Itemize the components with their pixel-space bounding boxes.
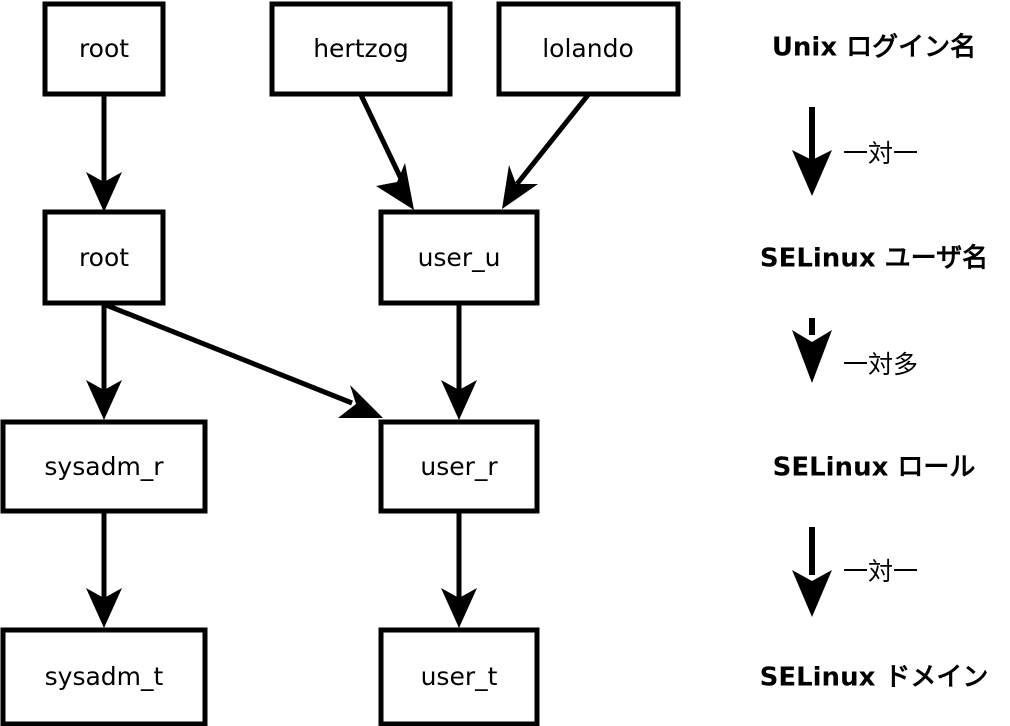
node-seuser-root[interactable]: root (42, 209, 166, 306)
edge-seuser-root-to-user-r (105, 302, 383, 418)
node-role-sysadm-r[interactable]: sysadm_r (0, 419, 208, 514)
node-unix-lolando[interactable]: lolando (496, 1, 681, 97)
node-domain-sysadm-t[interactable]: sysadm_t (0, 627, 208, 726)
node-role-user-r[interactable]: user_r (378, 419, 540, 514)
edge-user-u-to-user-r (441, 305, 477, 420)
node-role-user-r-label: user_r (420, 452, 498, 481)
legend-arrow-2 (792, 318, 832, 383)
legend-relation-3-label: 一対一 (843, 557, 918, 586)
edge-lolando-to-user-u (502, 93, 590, 209)
legend-level-3-label: SELinux ロール (773, 453, 976, 483)
legend-relation-2-label: 一対多 (843, 350, 918, 379)
node-domain-sysadm-t-label: sysadm_t (45, 662, 164, 691)
node-unix-root-label: root (79, 34, 129, 63)
node-role-sysadm-r-label: sysadm_r (44, 452, 164, 481)
legend-level-2-label: SELinux ユーザ名 (760, 243, 988, 274)
edge-user-r-to-user-t (441, 512, 477, 628)
legend-arrow-1 (792, 107, 832, 196)
node-seuser-user-u[interactable]: user_u (378, 209, 540, 306)
edge-seuser-root-to-sysadm-r (86, 305, 122, 420)
node-domain-user-t-label: user_t (421, 662, 498, 691)
legend-arrow-3 (792, 527, 832, 617)
node-unix-hertzog[interactable]: hertzog (269, 1, 453, 97)
edge-root-to-seuser-root (86, 95, 122, 212)
node-seuser-user-u-label: user_u (418, 243, 501, 272)
edge-sysadm-r-to-sysadm-t (86, 512, 122, 628)
edge-hertzog-to-user-u (358, 93, 414, 210)
node-seuser-root-label: root (79, 243, 129, 272)
node-unix-hertzog-label: hertzog (313, 34, 409, 63)
legend-level-4-label: SELinux ドメイン (760, 663, 989, 693)
legend-relation-1-label: 一対一 (843, 139, 918, 168)
node-unix-lolando-label: lolando (542, 34, 634, 63)
node-domain-user-t[interactable]: user_t (378, 627, 540, 726)
legend-level-1-label: Unix ログイン名 (772, 32, 976, 63)
node-unix-root[interactable]: root (42, 1, 166, 97)
